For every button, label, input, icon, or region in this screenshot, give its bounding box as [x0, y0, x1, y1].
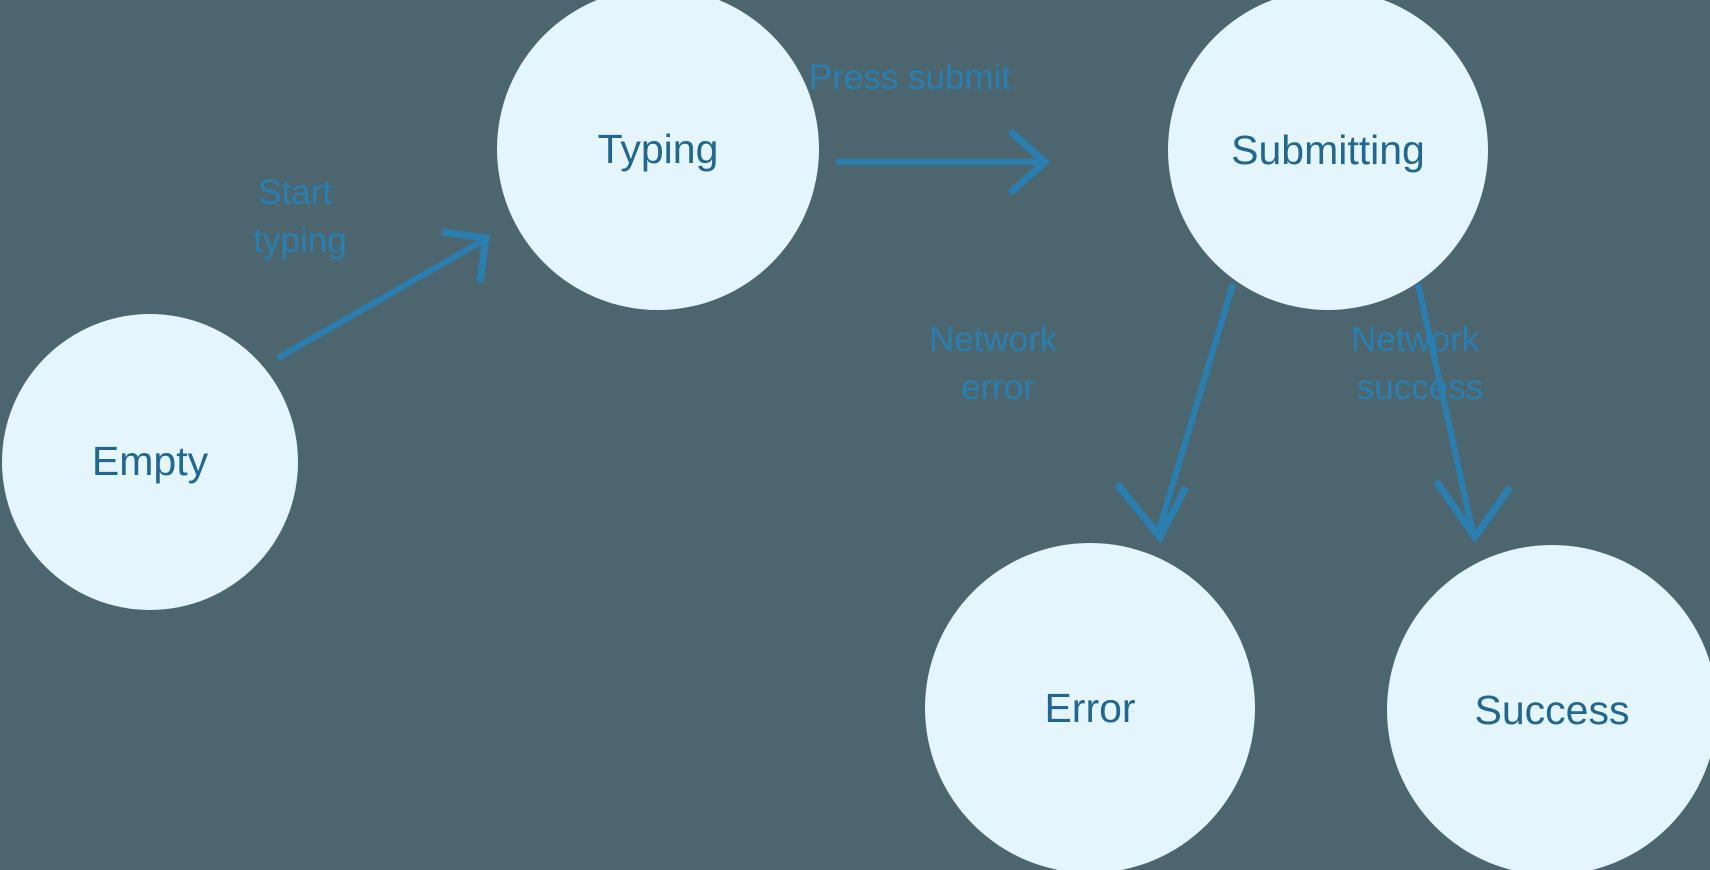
node-error-circle[interactable]: [925, 543, 1255, 870]
edge-label-network-success-line-2: success: [1357, 368, 1483, 407]
edge-label-start-typing-line-1: Start: [258, 173, 332, 212]
edge-network-error-line: [1155, 283, 1236, 534]
edge-network-error: [1114, 283, 1236, 544]
edge-label-press-submit-line-1: Press submit: [809, 58, 1012, 97]
edge-start-typing: [276, 228, 490, 361]
edge-network-success-arrowhead: [1433, 478, 1513, 544]
edge-start-typing-line: [276, 237, 486, 361]
edge-press-submit: [836, 128, 1051, 196]
node-error-label: Error: [1044, 685, 1135, 731]
node-empty-label: Empty: [92, 438, 209, 484]
node-submitting-circle[interactable]: [1168, 0, 1488, 310]
edge-label-network-error-line-1: Network: [929, 320, 1058, 359]
node-error[interactable]: Error: [925, 543, 1255, 870]
node-success-label: Success: [1475, 687, 1630, 733]
node-success-circle[interactable]: [1387, 545, 1710, 870]
edge-label-start-typing: Start typing: [253, 173, 346, 260]
node-submitting[interactable]: Submitting: [1168, 0, 1488, 310]
edge-label-start-typing-line-2: typing: [253, 221, 346, 260]
node-empty[interactable]: Empty: [2, 314, 298, 610]
edge-label-network-success-line-1: Network: [1351, 320, 1480, 359]
edge-label-network-success: Network success: [1351, 320, 1489, 407]
node-typing[interactable]: Typing: [497, 0, 819, 310]
node-success[interactable]: Success: [1387, 545, 1710, 870]
node-submitting-label: Submitting: [1231, 127, 1425, 173]
edge-start-typing-arrowhead: [441, 228, 490, 283]
edge-network-success-line: [1415, 283, 1476, 534]
node-typing-label: Typing: [598, 126, 719, 172]
edge-network-success: [1415, 283, 1513, 544]
edge-press-submit-arrowhead: [1007, 128, 1051, 196]
edge-label-press-submit: Press submit: [809, 58, 1012, 97]
edge-label-network-error-line-2: error: [961, 368, 1035, 407]
edge-network-error-arrowhead: [1114, 481, 1190, 544]
node-empty-circle[interactable]: [2, 314, 298, 610]
node-typing-circle[interactable]: [497, 0, 819, 310]
edge-label-network-error: Network error: [929, 320, 1067, 407]
